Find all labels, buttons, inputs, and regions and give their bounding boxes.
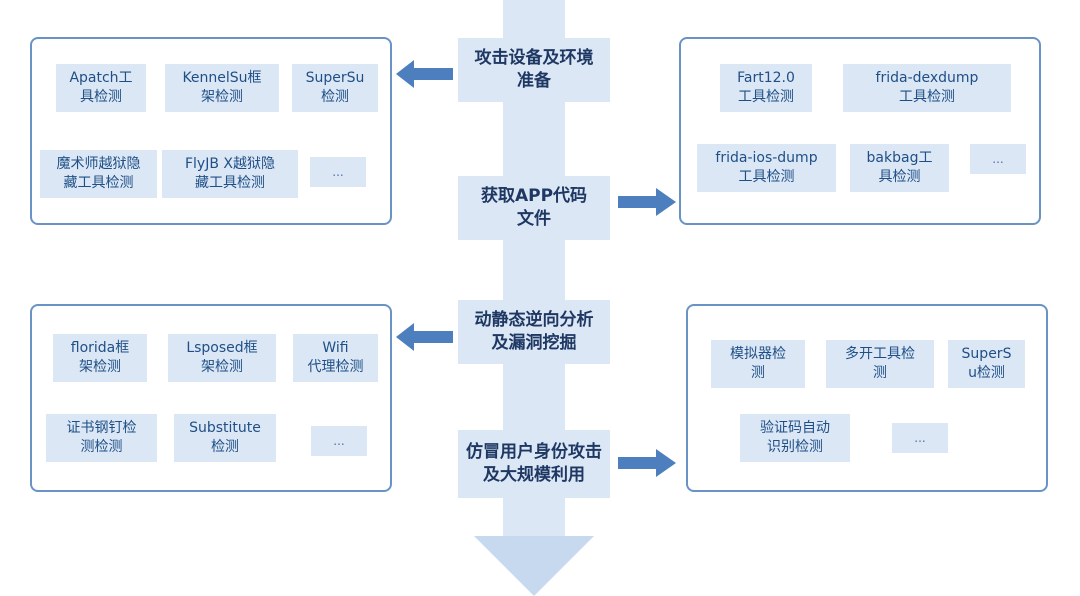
flow-step-4: 仿冒用户身份攻击 及大规模利用 (458, 430, 610, 498)
chip-multi-open-tool-detection: 多开工具检 测 (826, 340, 934, 388)
chip-fart-line2: 工具检测 (738, 89, 794, 105)
chip-bakbag-line1: bakbag工 (866, 150, 933, 166)
chip-apatch-detection: Apatch工 具检测 (56, 64, 146, 112)
chip-apatch-line2: 具检测 (80, 89, 122, 105)
chip-florida-line1: florida框 (70, 340, 130, 356)
chip-wifi-proxy-detection: Wifi 代理检测 (293, 334, 378, 382)
flow-step-1: 攻击设备及环境 准备 (458, 38, 610, 102)
chip-pinning-line2: 测检测 (80, 439, 123, 455)
chip-iosdump-line1: frida-ios-dump (715, 150, 818, 166)
chip-substitute-line2: 检测 (211, 439, 239, 455)
flow-step-3: 动静态逆向分析 及漏洞挖掘 (458, 300, 610, 364)
flow-step-1-line1: 攻击设备及环境 (474, 48, 594, 68)
chip-captcha-line2: 识别检测 (767, 439, 823, 455)
chip-more-bottom-left: ... (311, 426, 367, 456)
panel-bottom-left (30, 304, 392, 492)
chip-bakbag-tool-detection: bakbag工 具检测 (850, 144, 949, 192)
chip-supersu2-line2: u检测 (968, 365, 1005, 381)
chip-frida-dexdump-detection: frida-dexdump 工具检测 (843, 64, 1011, 112)
chip-flyjb-jailbreak-hide-detection: FlyJB X越狱隐 藏工具检测 (162, 150, 298, 198)
flow-step-4-line2: 及大规模利用 (483, 465, 585, 485)
connector-arrow-step1-left (396, 60, 453, 88)
chip-more-bottom-right-label: ... (914, 430, 926, 445)
flow-step-2: 获取APP代码 文件 (458, 176, 610, 240)
chip-supersu-detection-2: SuperS u检测 (948, 340, 1025, 388)
connector-arrow-step2-right (618, 188, 676, 216)
chip-supersu-detection: SuperSu 检测 (292, 64, 378, 112)
chip-dexdump-line1: frida-dexdump (875, 70, 979, 86)
chip-wifi-line1: Wifi (322, 340, 349, 356)
chip-dexdump-line2: 工具检测 (899, 89, 955, 105)
chip-supersu-line2: 检测 (321, 89, 349, 105)
chip-flyjb-line1: FlyJB X越狱隐 (184, 156, 275, 172)
chip-more-top-right-label: ... (992, 151, 1004, 166)
chip-lsposed-detection: Lsposed框 架检测 (168, 334, 276, 382)
chip-multiopen-line2: 测 (873, 365, 887, 381)
flow-step-2-line2: 文件 (517, 209, 551, 229)
chip-emulator-line2: 测 (751, 365, 765, 381)
chip-supersu-line1: SuperSu (305, 70, 365, 86)
chip-magician-line1: 魔术师越狱隐 (56, 156, 141, 172)
flow-step-3-line2: 及漏洞挖掘 (491, 333, 577, 353)
chip-flyjb-line2: 藏工具检测 (195, 175, 265, 191)
chip-apatch-line1: Apatch工 (69, 70, 133, 86)
chip-substitute-detection: Substitute 检测 (174, 414, 276, 462)
chip-pinning-line1: 证书钢钉检 (66, 420, 137, 436)
chip-supersu2-line1: SuperS (961, 346, 1012, 362)
chip-kennelsu-line2: 架检测 (201, 89, 243, 105)
chip-more-top-left-label: ... (332, 164, 344, 179)
flow-arrow-head (474, 536, 594, 596)
chip-cert-pinning-detection: 证书钢钉检 测检测 (46, 414, 157, 462)
panel-bottom-right (686, 304, 1048, 492)
connector-arrow-step4-right (618, 449, 676, 477)
chip-fart-tool-detection: Fart12.0 工具检测 (720, 64, 812, 112)
chip-more-bottom-left-label: ... (333, 433, 345, 448)
chip-kennelsu-line1: KennelSu框 (182, 70, 262, 86)
chip-captcha-line1: 验证码自动 (760, 420, 830, 436)
chip-more-top-right: ... (970, 144, 1026, 174)
chip-lsposed-line2: 架检测 (201, 359, 243, 375)
chip-wifi-line2: 代理检测 (307, 359, 364, 375)
chip-more-bottom-right: ... (892, 423, 948, 453)
chip-frida-ios-dump-detection: frida-ios-dump 工具检测 (697, 144, 836, 192)
flow-step-3-line1: 动静态逆向分析 (474, 310, 594, 330)
chip-florida-detection: florida框 架检测 (53, 334, 147, 382)
chip-emulator-detection: 模拟器检 测 (711, 340, 805, 388)
chip-fart-line1: Fart12.0 (737, 70, 795, 86)
chip-magician-jailbreak-hide-detection: 魔术师越狱隐 藏工具检测 (40, 150, 157, 198)
connector-arrow-step3-left (396, 323, 453, 351)
chip-magician-line2: 藏工具检测 (63, 175, 134, 191)
chip-kennelsu-detection: KennelSu框 架检测 (165, 64, 279, 112)
chip-multiopen-line1: 多开工具检 (845, 346, 915, 362)
chip-florida-line2: 架检测 (79, 359, 121, 375)
chip-more-top-left: ... (310, 157, 366, 187)
chip-lsposed-line1: Lsposed框 (186, 340, 258, 356)
chip-substitute-line1: Substitute (189, 420, 261, 436)
flow-step-2-line1: 获取APP代码 (480, 186, 588, 206)
chip-emulator-line1: 模拟器检 (730, 346, 786, 362)
flow-step-1-line2: 准备 (517, 71, 551, 91)
flow-step-4-line1: 仿冒用户身份攻击 (466, 442, 602, 462)
chip-captcha-auto-recognition-detection: 验证码自动 识别检测 (740, 414, 850, 462)
chip-iosdump-line2: 工具检测 (738, 169, 795, 185)
chip-bakbag-line2: 具检测 (878, 169, 921, 185)
